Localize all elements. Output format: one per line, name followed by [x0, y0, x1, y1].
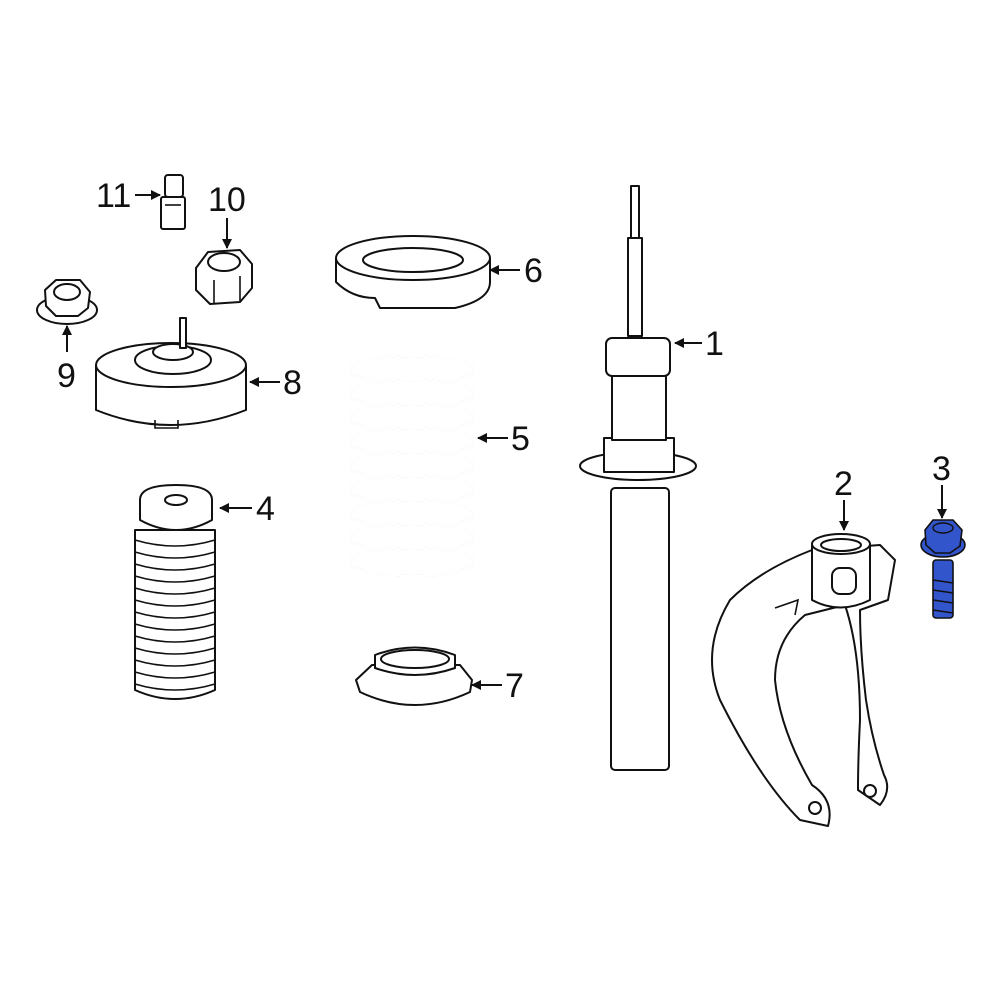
lower-spring-seat-part[interactable] [355, 646, 473, 706]
callout-2: 2 [834, 465, 853, 531]
callout-number: 11 [96, 177, 131, 215]
coil-spring-part[interactable] [348, 354, 476, 578]
callout-number: 1 [705, 325, 724, 363]
callout-9: 9 [57, 325, 76, 395]
callout-number: 5 [511, 420, 530, 458]
strut-mount-part[interactable] [95, 317, 247, 429]
nut-part[interactable] [195, 249, 253, 305]
callout-8: 8 [249, 364, 302, 402]
callout-number: 8 [283, 364, 302, 402]
callout-5: 5 [477, 420, 530, 458]
callout-10: 10 [208, 181, 246, 249]
upper-spring-seat-part[interactable] [335, 235, 491, 309]
callout-number: 3 [932, 450, 951, 488]
callout-number: 7 [505, 667, 524, 705]
callout-number: 9 [57, 357, 76, 395]
callout-number: 2 [834, 465, 853, 503]
callout-11: 11 [96, 177, 161, 215]
stud-part[interactable] [160, 174, 186, 230]
bolt-part[interactable] [920, 519, 966, 619]
strut-part[interactable] [579, 185, 697, 771]
flange-nut-part[interactable] [36, 279, 98, 325]
callout-4: 4 [219, 490, 275, 528]
callout-number: 4 [256, 490, 275, 528]
bump-stop-boot-part[interactable] [134, 484, 216, 700]
callout-3: 3 [932, 450, 951, 519]
callout-number: 6 [524, 252, 543, 290]
callout-1: 1 [674, 325, 724, 363]
strut-fork-part[interactable] [711, 533, 896, 827]
callout-number: 10 [208, 181, 246, 219]
callout-7: 7 [471, 667, 524, 705]
callout-6: 6 [489, 252, 543, 290]
